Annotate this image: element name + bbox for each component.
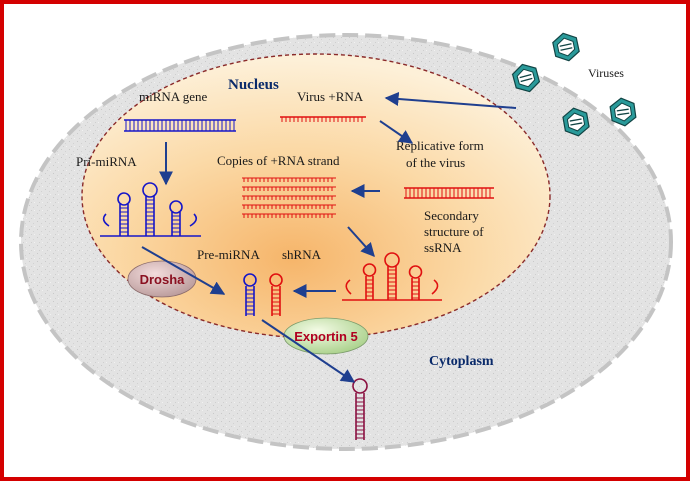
replicative-label-2: of the virus	[406, 155, 465, 170]
mirna-gene-label: miRNA gene	[139, 89, 207, 104]
virus-rna-strand	[280, 116, 366, 122]
virus-rna-label: Virus +RNA	[297, 89, 364, 104]
pri-mirna-structure	[100, 182, 201, 237]
cell-diagram: Nucleus Cytoplasm Viruses miRNA gene Vir…	[19, 30, 673, 451]
virus-icon	[550, 30, 582, 64]
mirna-gene-dna	[124, 119, 236, 132]
secondary-label-1: Secondary	[424, 208, 479, 223]
nucleus-label: Nucleus	[228, 77, 279, 93]
pre-mirna-hairpin	[243, 273, 257, 316]
shrna-label: shRNA	[282, 247, 322, 262]
copies-label: Copies of +RNA strand	[217, 153, 340, 168]
rna-copies-stack	[242, 177, 336, 218]
replicative-label-1: Replicative form	[396, 138, 484, 153]
viruses-label: Viruses	[588, 66, 624, 80]
pri-mirna-label: Pri-miRNA	[76, 154, 137, 169]
exportin-5-protein: Exportin 5	[283, 317, 369, 355]
drosha-label: Drosha	[140, 272, 186, 287]
process-arrows	[141, 91, 517, 383]
exportin-label: Exportin 5	[294, 329, 358, 344]
pre-mirna-label: Pre-miRNA	[197, 247, 260, 262]
replicative-form-rna	[404, 187, 494, 199]
cytoplasm-label: Cytoplasm	[429, 354, 494, 369]
drosha-enzyme: Drosha	[127, 260, 197, 298]
secondary-label-2: structure of	[424, 224, 484, 239]
shrna-hairpin	[269, 273, 283, 316]
ssrna-secondary-structure	[342, 252, 442, 301]
mature-rna-hairpin	[352, 378, 368, 440]
secondary-label-3: ssRNA	[424, 240, 462, 255]
